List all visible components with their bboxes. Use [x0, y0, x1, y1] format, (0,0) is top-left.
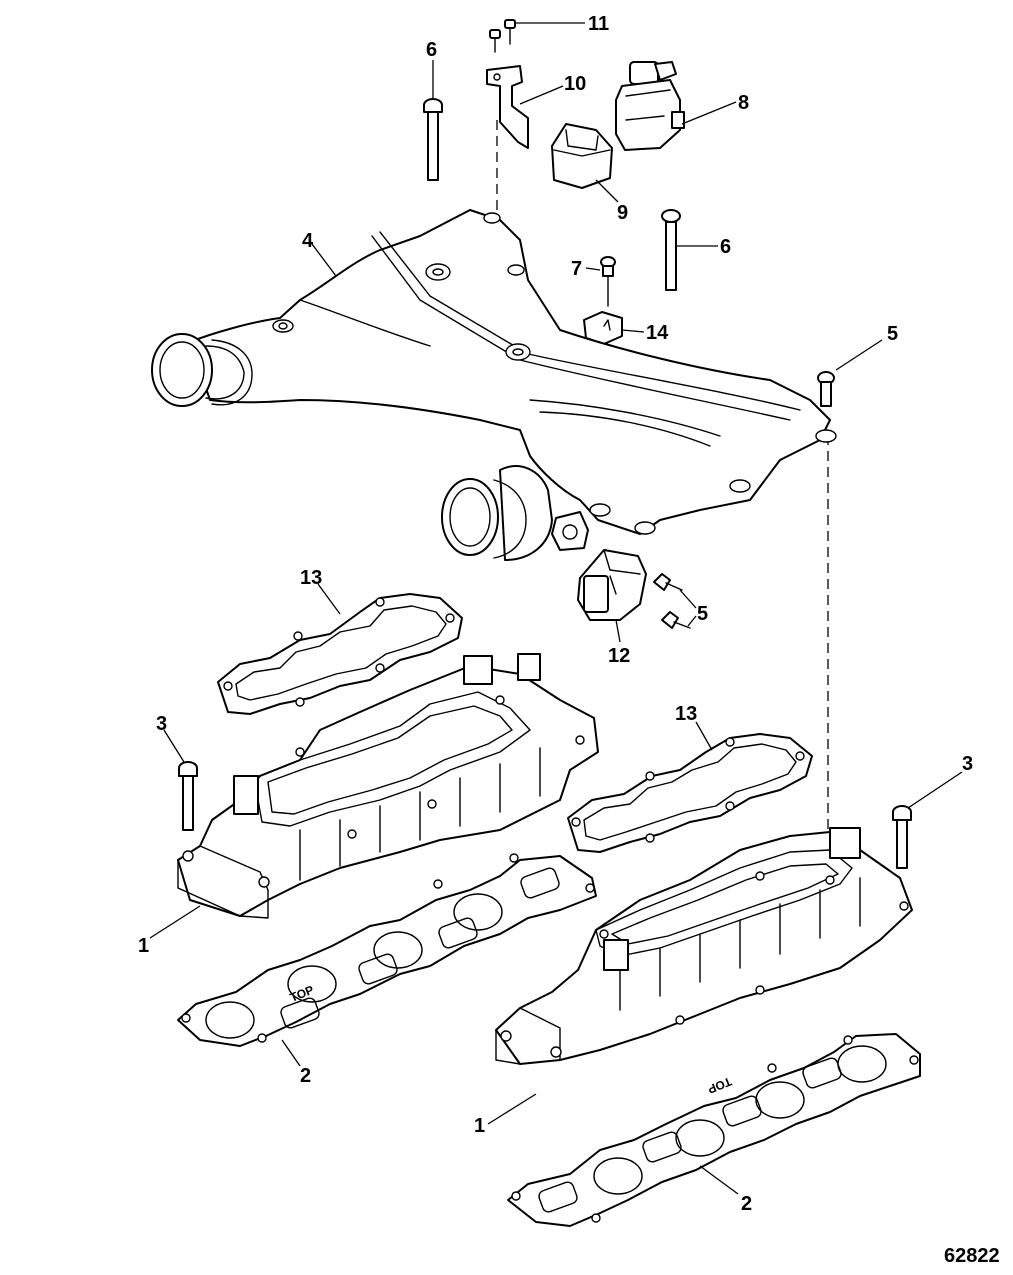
part-13-gasket-upper	[217, 593, 463, 715]
part-2-gasket-left: TOP	[177, 853, 597, 1047]
part-1-manifold-right	[495, 827, 913, 1065]
callout-14: 14	[646, 322, 669, 344]
leader-lines	[149, 22, 963, 1195]
part-3-bolt-left	[178, 761, 198, 831]
part-5-screws-sensor	[653, 573, 691, 629]
part-8-valve	[615, 61, 685, 151]
part-11-screws	[489, 19, 516, 53]
part-10-bracket	[486, 65, 529, 149]
callout-9: 9	[617, 202, 628, 224]
gasket-top-marking-right: TOP	[706, 1074, 734, 1096]
part-13-gasket-lower	[567, 733, 813, 853]
part-1-manifold-left	[177, 653, 599, 919]
callout-3-right: 3	[962, 753, 973, 775]
callout-1-upper: 1	[138, 935, 149, 957]
callout-6-top: 6	[426, 39, 437, 61]
part-12-sensor	[577, 549, 647, 621]
part-3-bolt-right	[892, 805, 912, 869]
part-6-long-bolt-right	[661, 209, 681, 291]
part-7-bolt	[600, 256, 616, 307]
callout-2-upper: 2	[300, 1065, 311, 1087]
callout-7: 7	[571, 258, 582, 280]
callout-8: 8	[738, 92, 749, 114]
callout-3-left: 3	[156, 713, 167, 735]
callout-13-lower: 13	[675, 703, 697, 725]
callout-10: 10	[564, 73, 586, 95]
callout-12: 12	[608, 645, 630, 667]
callout-11: 11	[588, 13, 609, 35]
callout-13-upper: 13	[300, 567, 322, 589]
callout-labels: 11 6 10 8 9 4 6 7 14 5 5 12 13 13 3 3 1 …	[138, 13, 973, 1215]
callout-4: 4	[302, 230, 314, 252]
part-5-screw-right	[817, 371, 835, 407]
part-6-long-bolt-left	[423, 98, 443, 181]
part-9-mount-cushion	[551, 123, 613, 189]
callout-2-lower: 2	[741, 1193, 752, 1215]
part-4-intake-plenum	[151, 209, 837, 561]
callout-1-lower: 1	[474, 1115, 485, 1137]
callout-5-top: 5	[887, 323, 898, 345]
callout-6-right: 6	[720, 236, 731, 258]
callout-5-sensor: 5	[697, 603, 708, 625]
figure-number: 62822	[944, 1245, 1000, 1267]
part-2-gasket-right: TOP	[507, 1033, 921, 1227]
